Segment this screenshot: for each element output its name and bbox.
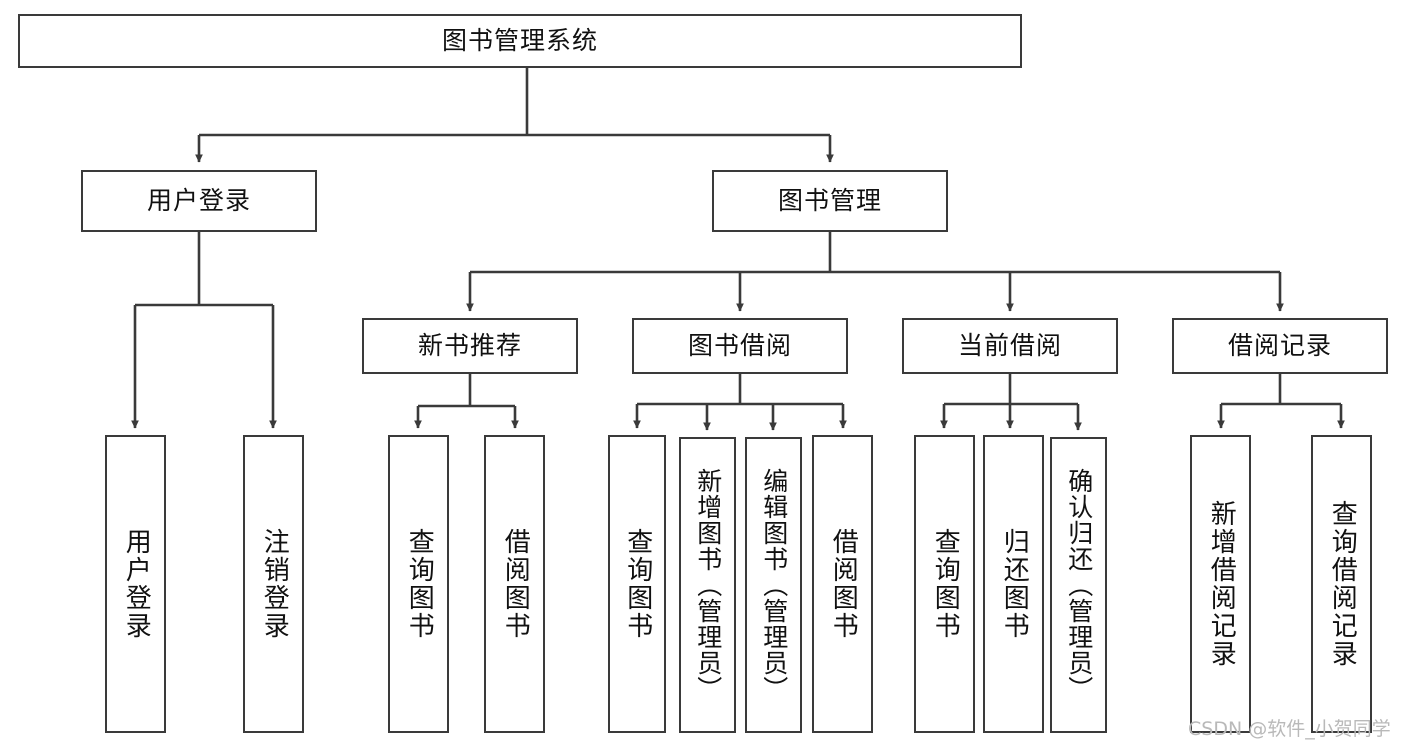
node-leaf-return-book[interactable]: 归还图书 (983, 435, 1044, 733)
node-user-login[interactable]: 用户登录 (81, 170, 317, 232)
node-new-book-rec-label: 新书推荐 (417, 331, 522, 361)
node-leaf-query-book-3-label: 查询图书 (930, 528, 961, 640)
node-leaf-return-book-label: 归还图书 (999, 528, 1030, 640)
node-current-borrow-label: 当前借阅 (957, 331, 1062, 361)
node-leaf-query-book-2-label: 查询图书 (622, 528, 653, 640)
node-leaf-add-record[interactable]: 新增借阅记录 (1190, 435, 1251, 733)
node-leaf-borrow-book-2-label: 借阅图书 (828, 528, 859, 640)
node-user-login-label: 用户登录 (146, 186, 251, 216)
node-leaf-user-logout-label: 注销登录 (259, 528, 290, 640)
node-leaf-user-logout[interactable]: 注销登录 (243, 435, 304, 733)
node-leaf-borrow-book-1-label: 借阅图书 (500, 528, 531, 640)
node-leaf-user-login[interactable]: 用户登录 (105, 435, 166, 733)
node-leaf-borrow-book-1[interactable]: 借阅图书 (484, 435, 545, 733)
node-leaf-edit-book[interactable]: 编辑图书（管理员） (745, 437, 802, 733)
node-leaf-add-book[interactable]: 新增图书（管理员） (679, 437, 736, 733)
node-leaf-confirm-return-label: 确认归还（管理员） (1064, 468, 1094, 702)
node-borrow-record[interactable]: 借阅记录 (1172, 318, 1388, 374)
node-leaf-borrow-book-2[interactable]: 借阅图书 (812, 435, 873, 733)
node-leaf-add-record-label: 新增借阅记录 (1206, 500, 1237, 668)
node-leaf-add-book-label: 新增图书（管理员） (693, 468, 723, 702)
node-leaf-query-book-1-label: 查询图书 (404, 528, 435, 640)
node-leaf-confirm-return[interactable]: 确认归还（管理员） (1050, 437, 1107, 733)
node-root[interactable]: 图书管理系统 (18, 14, 1022, 68)
node-book-manage-label: 图书管理 (777, 186, 882, 216)
node-leaf-query-book-2[interactable]: 查询图书 (608, 435, 666, 733)
node-book-manage[interactable]: 图书管理 (712, 170, 948, 232)
node-leaf-query-book-1[interactable]: 查询图书 (388, 435, 449, 733)
node-current-borrow[interactable]: 当前借阅 (902, 318, 1118, 374)
node-root-label: 图书管理系统 (441, 26, 598, 56)
node-leaf-query-record-label: 查询借阅记录 (1327, 500, 1358, 668)
node-leaf-query-book-3[interactable]: 查询图书 (914, 435, 975, 733)
node-leaf-query-record[interactable]: 查询借阅记录 (1311, 435, 1372, 733)
node-book-borrow[interactable]: 图书借阅 (632, 318, 848, 374)
node-borrow-record-label: 借阅记录 (1227, 331, 1332, 361)
csdn-watermark: CSDN @软件_小贺同学 (1188, 718, 1391, 740)
node-leaf-user-login-label: 用户登录 (121, 528, 152, 640)
node-book-borrow-label: 图书借阅 (687, 331, 792, 361)
node-leaf-edit-book-label: 编辑图书（管理员） (759, 468, 789, 702)
node-new-book-rec[interactable]: 新书推荐 (362, 318, 578, 374)
